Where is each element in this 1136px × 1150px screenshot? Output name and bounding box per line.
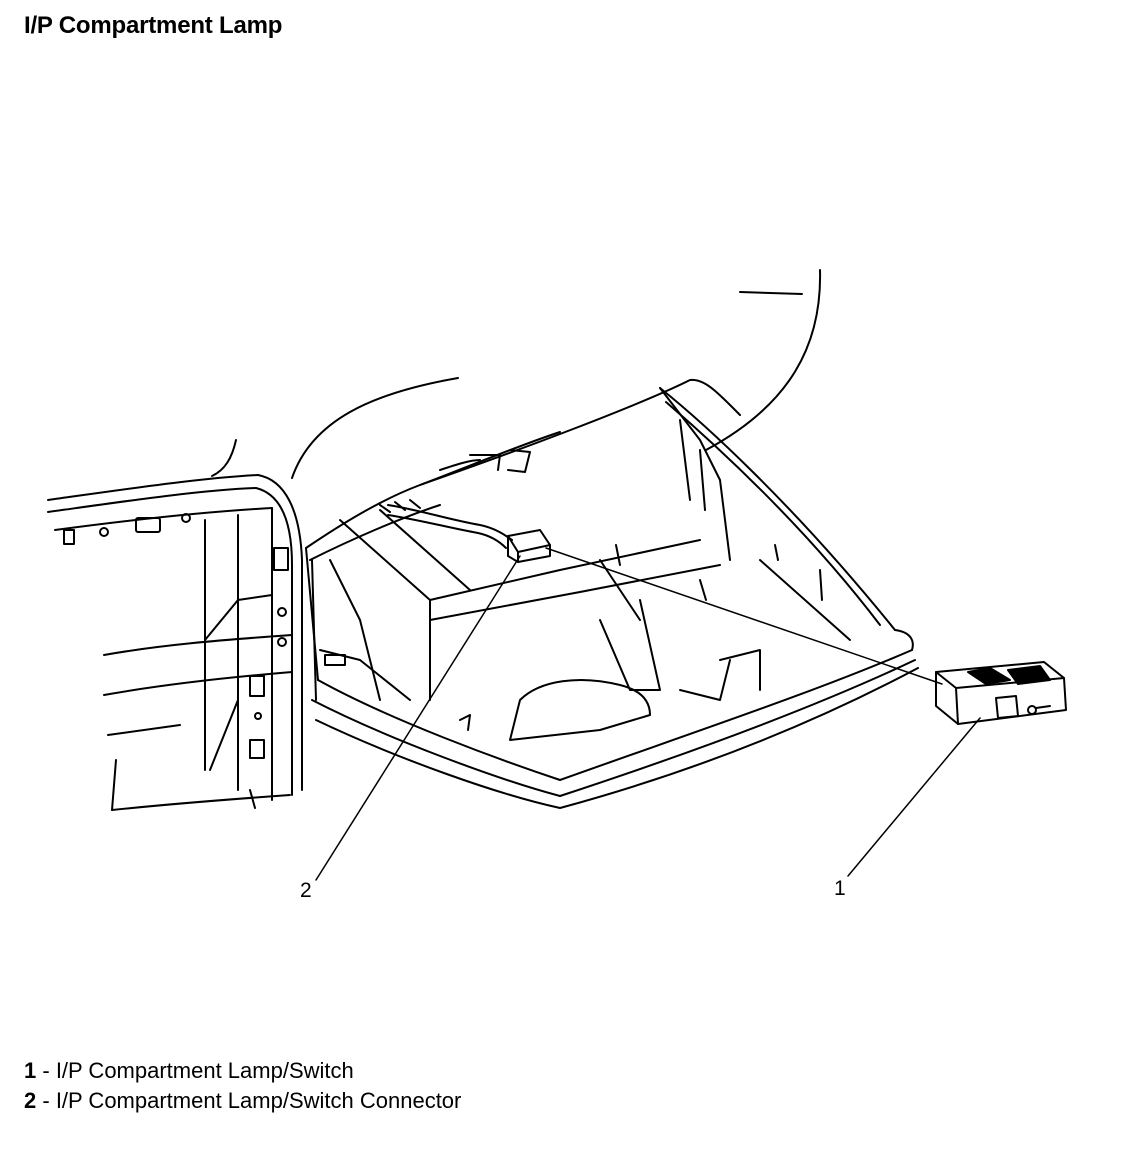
glove-box-door bbox=[305, 378, 919, 809]
wiring-harness bbox=[387, 504, 513, 549]
compartment-lamp-switch bbox=[935, 661, 1067, 725]
legend-item-text: I/P Compartment Lamp/Switch Connector bbox=[55, 1088, 462, 1113]
diagram-title: I/P Compartment Lamp bbox=[24, 12, 283, 39]
legend: 1 - I/P Compartment Lamp/Switch 2 - I/P … bbox=[24, 1056, 461, 1116]
legend-item-separator: - bbox=[36, 1058, 56, 1083]
dash-upper-contour bbox=[211, 269, 822, 479]
left-dash-panel bbox=[47, 474, 303, 811]
callout-2: 2 bbox=[300, 879, 312, 902]
legend-item-text: I/P Compartment Lamp/Switch bbox=[55, 1058, 354, 1083]
legend-item-number: 2 bbox=[24, 1088, 37, 1113]
leader-line-1 bbox=[847, 717, 981, 877]
callout-1: 1 bbox=[834, 877, 846, 900]
legend-item-separator: - bbox=[36, 1088, 56, 1113]
legend-item-2: 2 - I/P Compartment Lamp/Switch Connecto… bbox=[24, 1086, 461, 1116]
switch-connector bbox=[507, 529, 551, 563]
legend-item-1: 1 - I/P Compartment Lamp/Switch bbox=[24, 1056, 461, 1086]
leader-line-2 bbox=[315, 555, 521, 881]
legend-item-number: 1 bbox=[24, 1058, 37, 1083]
assembly-guide-line bbox=[545, 547, 943, 685]
